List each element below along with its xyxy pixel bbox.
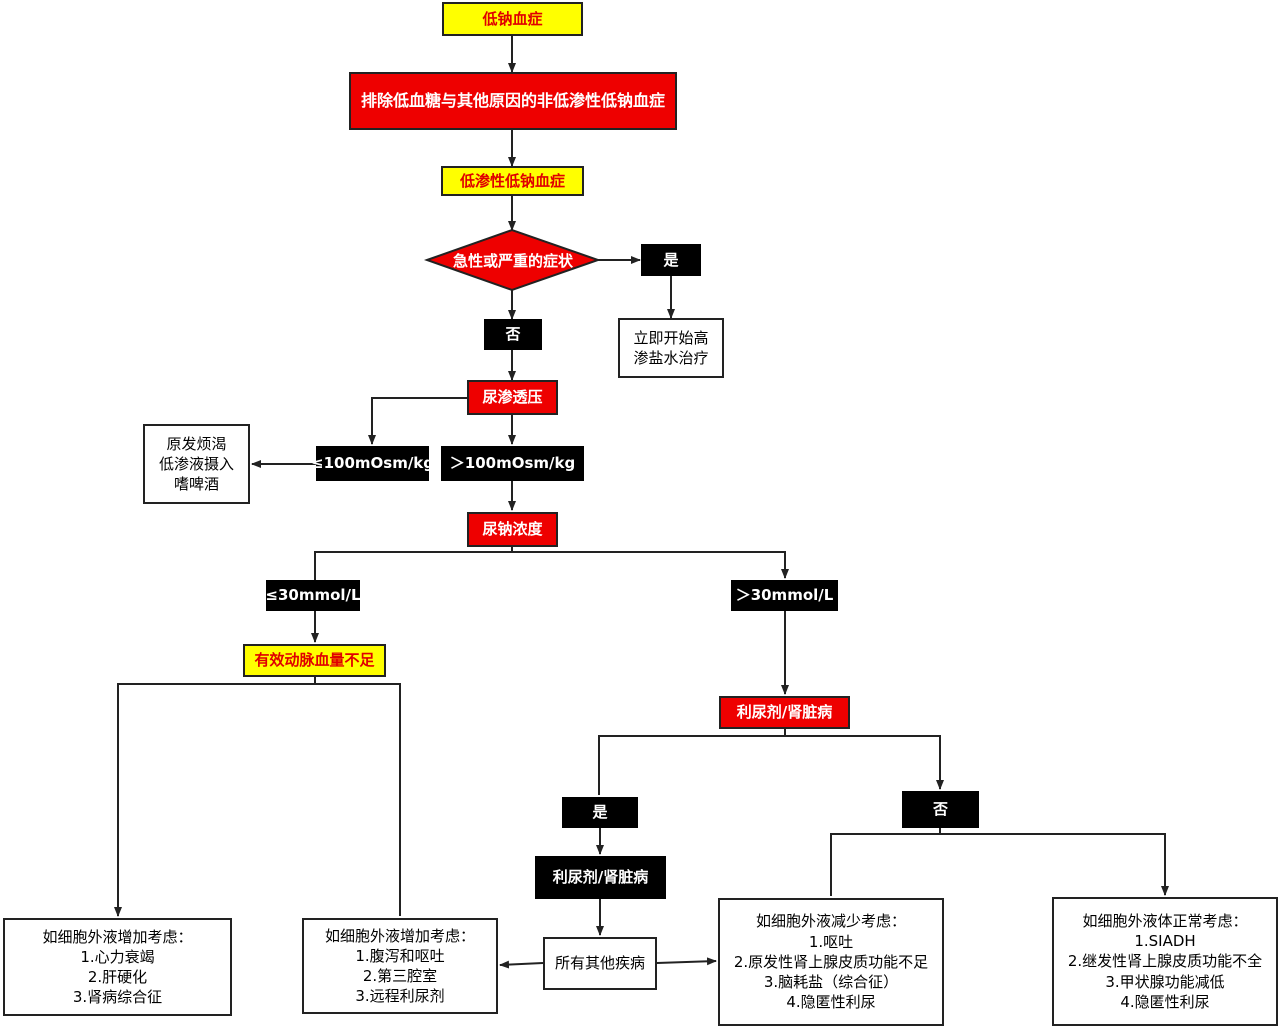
node-hypoosmotic: 低渗性低钠血症 <box>441 166 584 196</box>
node-no-acute: 否 <box>484 319 542 350</box>
box-item: 1.呕吐 <box>808 932 854 951</box>
box-item: 4.隐匿性利尿 <box>786 993 876 1012</box>
box-item: 3.脑耗盐（综合征） <box>763 973 899 992</box>
edge-volume-to-heart-box <box>114 683 401 917</box>
node-primary-polydipsia: 原发烦渴 低渗液摄入 嗜啤酒 <box>143 424 250 504</box>
node-yes-diuretic: 是 <box>562 797 638 828</box>
node-diuretic-renal-2: 利尿剂/肾脏病 <box>535 856 666 899</box>
node-hypertonic-saline-treatment: 立即开始高 渗盐水治疗 <box>618 318 724 378</box>
edge-other-to-gi-box <box>499 960 544 969</box>
polydipsia-line: 原发烦渴 <box>166 434 227 453</box>
box-item: 1.腹泻和呕吐 <box>355 946 445 965</box>
polydipsia-line: 低渗液摄入 <box>158 454 234 473</box>
node-exclude-non-hypotonic: 排除低血糖与其他原因的非低渗性低钠血症 <box>349 72 677 130</box>
box-item: 3.肾病综合征 <box>72 988 163 1007</box>
edge-other-to-reduced-box <box>656 957 717 966</box>
node-yes-acute: 是 <box>641 244 701 276</box>
treat-line: 立即开始高 <box>633 328 709 347</box>
edge-diuretic-to-yes-no <box>598 735 944 795</box>
box-item: 1.心力衰竭 <box>80 947 155 966</box>
box-item: 2.第三腔室 <box>362 967 438 985</box>
node-urine-sodium: 尿钠浓度 <box>467 512 558 547</box>
node-ineffective-arterial-volume: 有效动脉血量不足 <box>243 644 386 677</box>
node-all-other-diseases: 所有其他疾病 <box>543 937 657 990</box>
node-osm-low: ≤100mOsm/kg <box>311 446 434 481</box>
box-heading: 如细胞外液体正常考虑： <box>1082 911 1248 930</box>
box-ecf-decreased: 如细胞外液减少考虑： 1.呕吐 2.原发性肾上腺皮质功能不足 3.脑耗盐（综合征… <box>718 898 944 1026</box>
node-urine-osmolality: 尿渗透压 <box>467 380 558 415</box>
box-heading: 如细胞外液减少考虑： <box>755 912 906 931</box>
box-item: 1.SIADH <box>1134 932 1196 951</box>
edge-split-to-na-low <box>314 551 789 580</box>
box-ecf-normal: 如细胞外液体正常考虑： 1.SIADH 2.继发性肾上腺皮质功能不全 3.甲状腺… <box>1052 897 1278 1026</box>
node-osm-high: ＞100mOsm/kg <box>441 446 584 481</box>
box-item: 2.继发性肾上腺皮质功能不全 <box>1067 952 1263 971</box>
box-item: 4.隐匿性利尿 <box>1120 992 1210 1011</box>
polydipsia-line: 嗜啤酒 <box>173 475 219 494</box>
edge-no2-to-boxes <box>830 833 1169 896</box>
diamond-shape <box>423 228 602 292</box>
box-heading: 如细胞外液增加考虑： <box>324 926 475 945</box>
box-item: 3.甲状腺功能减低 <box>1105 972 1225 991</box>
node-hyponatremia: 低钠血症 <box>442 2 583 36</box>
box-ecf-increased-heart: 如细胞外液增加考虑： 1.心力衰竭 2.肝硬化 3.肾病综合征 <box>3 918 232 1016</box>
box-item: 2.肝硬化 <box>87 968 148 986</box>
box-ecf-increased-gi: 如细胞外液增加考虑： 1.腹泻和呕吐 2.第三腔室 3.远程利尿剂 <box>302 918 498 1014</box>
box-item: 3.远程利尿剂 <box>355 987 445 1006</box>
node-acute-symptoms-label: 急性或严重的症状 <box>452 251 573 270</box>
node-no-diuretic: 否 <box>902 791 979 828</box>
treat-line: 渗盐水治疗 <box>633 349 709 367</box>
edge-urine-osm-to-low <box>368 397 467 445</box>
box-item: 2.原发性肾上腺皮质功能不足 <box>733 952 929 971</box>
node-na-high: ＞30mmol/L <box>731 580 838 611</box>
box-heading: 如细胞外液增加考虑： <box>42 927 193 946</box>
node-diuretic-renal: 利尿剂/肾脏病 <box>719 696 850 729</box>
node-na-low: ≤30mmol/L <box>265 580 361 611</box>
